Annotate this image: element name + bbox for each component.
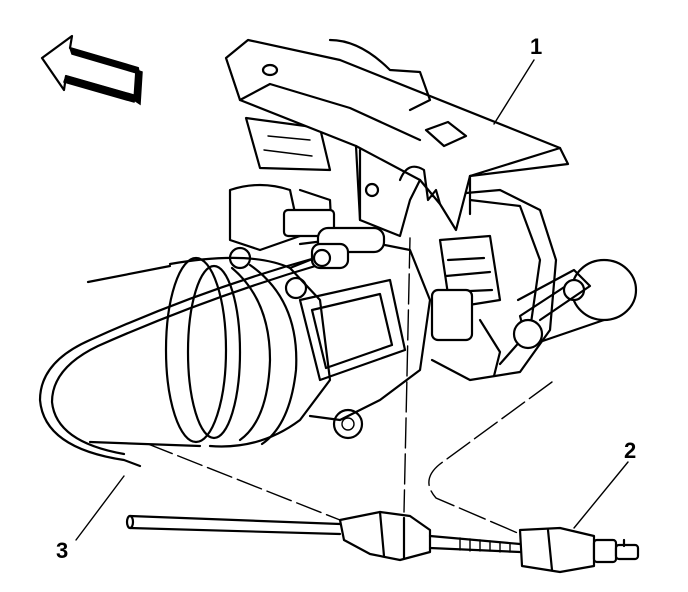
cable-bracket <box>224 38 570 238</box>
throttle-linkage <box>430 188 638 382</box>
intake-duct <box>86 256 332 448</box>
leader-lines <box>75 59 629 541</box>
accelerator-cable <box>38 242 350 468</box>
arrow-left-icon <box>40 34 143 106</box>
cruise-control-cable <box>125 510 640 574</box>
callout-label-2: 2 <box>624 438 637 463</box>
routing-dashes <box>147 237 553 535</box>
callout-label-3: 3 <box>56 538 69 563</box>
callout-label-1: 1 <box>530 34 543 59</box>
